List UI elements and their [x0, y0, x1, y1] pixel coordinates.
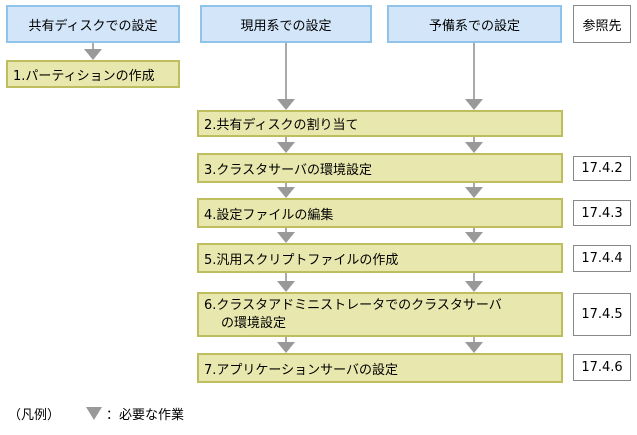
arrow-stem	[473, 43, 475, 99]
down-arrow-icon	[465, 337, 483, 353]
arrow-head	[277, 232, 295, 243]
arrow-head	[277, 99, 295, 110]
arrow-stem	[473, 337, 475, 342]
down-arrow-icon	[277, 228, 295, 243]
step-2-assign-shared-disk: 2.共有ディスクの割り当て	[197, 110, 563, 137]
arrow-head	[277, 187, 295, 198]
legend-prefix: （凡例）	[8, 407, 61, 423]
arrow-stem	[473, 228, 475, 232]
down-arrow-icon	[465, 183, 483, 198]
reference-17-4-4: 17.4.4	[573, 245, 631, 272]
header-reference: 参照先	[573, 5, 631, 43]
arrow-stem	[473, 137, 475, 142]
down-arrow-icon	[465, 137, 483, 153]
down-arrow-icon	[277, 337, 295, 353]
arrow-head	[465, 232, 483, 243]
arrow-head	[465, 99, 483, 110]
arrow-head	[465, 187, 483, 198]
arrow-head	[465, 342, 483, 353]
arrow-head	[84, 49, 102, 60]
arrow-stem	[285, 137, 287, 142]
down-arrow-icon	[84, 43, 102, 60]
step-3-cluster-server-env-settings: 3.クラスタサーバの環境設定	[197, 153, 563, 183]
step-1-create-partition: 1.パーティションの作成	[6, 60, 180, 88]
step-6-line2: の環境設定	[221, 315, 287, 331]
legend: （凡例） ：必要な作業	[8, 404, 185, 423]
down-arrow-icon	[465, 273, 483, 292]
legend-meaning: ：必要な作業	[106, 407, 185, 423]
down-arrow-icon	[465, 43, 483, 110]
arrow-stem	[92, 43, 94, 49]
reference-17-4-5: 17.4.5	[573, 293, 631, 336]
down-arrow-icon	[277, 43, 295, 110]
arrow-stem	[285, 337, 287, 342]
arrow-stem	[473, 273, 475, 281]
arrow-stem	[285, 183, 287, 187]
down-arrow-icon	[277, 273, 295, 292]
reference-17-4-3: 17.4.3	[573, 200, 631, 226]
arrow-head	[277, 342, 295, 353]
header-shared-disk-settings: 共有ディスクでの設定	[6, 5, 180, 43]
step-7-application-server-settings: 7.アプリケーションサーバの設定	[197, 353, 563, 383]
arrow-stem	[285, 43, 287, 99]
reference-17-4-6: 17.4.6	[573, 354, 631, 381]
arrow-head	[277, 281, 295, 292]
arrow-head	[465, 281, 483, 292]
down-arrow-icon	[277, 137, 295, 153]
arrow-head	[277, 142, 295, 153]
down-triangle-icon	[86, 406, 103, 420]
down-arrow-icon	[465, 228, 483, 243]
arrow-stem	[285, 273, 287, 281]
step-6-line1: 6.クラスタアドミニストレータでのクラスタサーバ	[204, 297, 502, 313]
step-6-cluster-administrator-env-settings: 6.クラスタアドミニストレータでのクラスタサーバ の環境設定	[197, 292, 563, 337]
arrow-head	[465, 142, 483, 153]
step-4-edit-settings-file: 4.設定ファイルの編集	[197, 198, 563, 228]
arrow-stem	[473, 183, 475, 187]
reference-17-4-2: 17.4.2	[573, 156, 631, 181]
header-standby-system-settings: 予備系での設定	[387, 5, 562, 43]
header-active-system-settings: 現用系での設定	[200, 5, 372, 43]
down-arrow-icon	[277, 183, 295, 198]
step-5-create-generic-script-file: 5.汎用スクリプトファイルの作成	[197, 243, 563, 273]
arrow-stem	[285, 228, 287, 232]
